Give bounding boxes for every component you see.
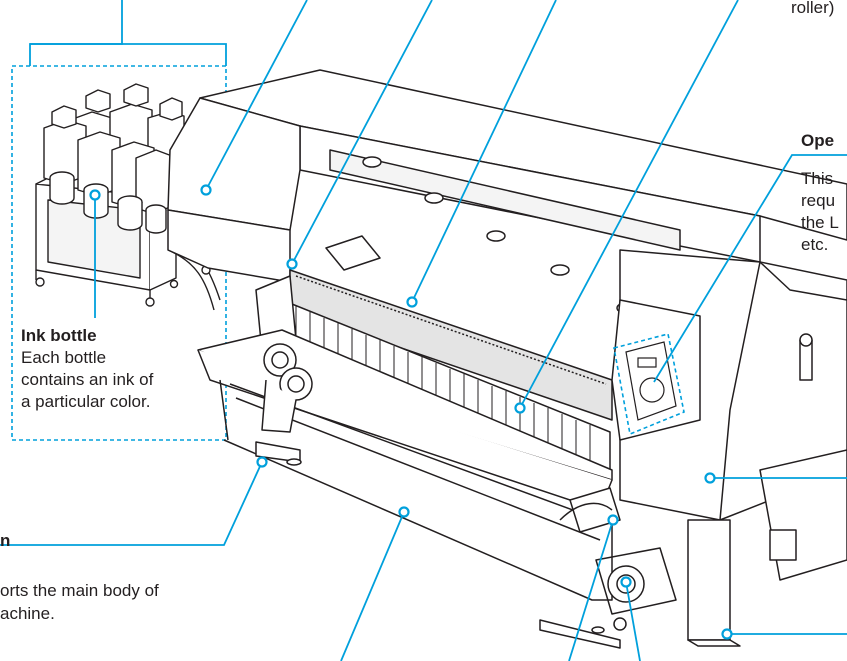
dot-table <box>398 506 410 518</box>
label-stand-line-2: achine. <box>0 604 55 623</box>
dot-right-leg <box>721 628 733 640</box>
label-operation-panel-title: Ope <box>801 131 835 150</box>
roller-ridges <box>295 306 591 465</box>
dot-front-cover <box>286 258 298 270</box>
label-operation-panel-line-1: This <box>801 169 834 188</box>
dot-take-up-2 <box>620 576 632 588</box>
label-ink-bottle-title: Ink bottle <box>21 326 97 345</box>
label-operation-panel-line-4: etc. <box>801 235 829 254</box>
label-operation-panel-line-2: requ <box>801 191 836 210</box>
dot-platen <box>406 296 418 308</box>
label-ink-bottle-line-3: a particular color. <box>21 392 151 411</box>
label-ink-bottle-line-2: contains an ink of <box>21 370 154 389</box>
label-ink-bottle-line-1: Each bottle <box>21 348 107 367</box>
ink-bottle-frame <box>11 65 227 441</box>
dot-right-cover <box>704 472 716 484</box>
label-stand-title-fragment: n <box>0 531 11 550</box>
operation-panel-highlight <box>613 333 685 436</box>
dot-stand <box>256 456 268 468</box>
dot-take-up-1 <box>607 514 619 526</box>
printer-body <box>167 69 847 649</box>
label-top-right-fragment: roller) <box>791 0 835 17</box>
label-operation-panel-line-3: the L <box>801 213 839 232</box>
label-stand-line-1: orts the main body of <box>0 581 159 600</box>
dot-ink-bottle <box>89 189 101 201</box>
callout-dots <box>89 184 733 640</box>
dot-roller <box>514 402 526 414</box>
dot-left-cover <box>200 184 212 196</box>
